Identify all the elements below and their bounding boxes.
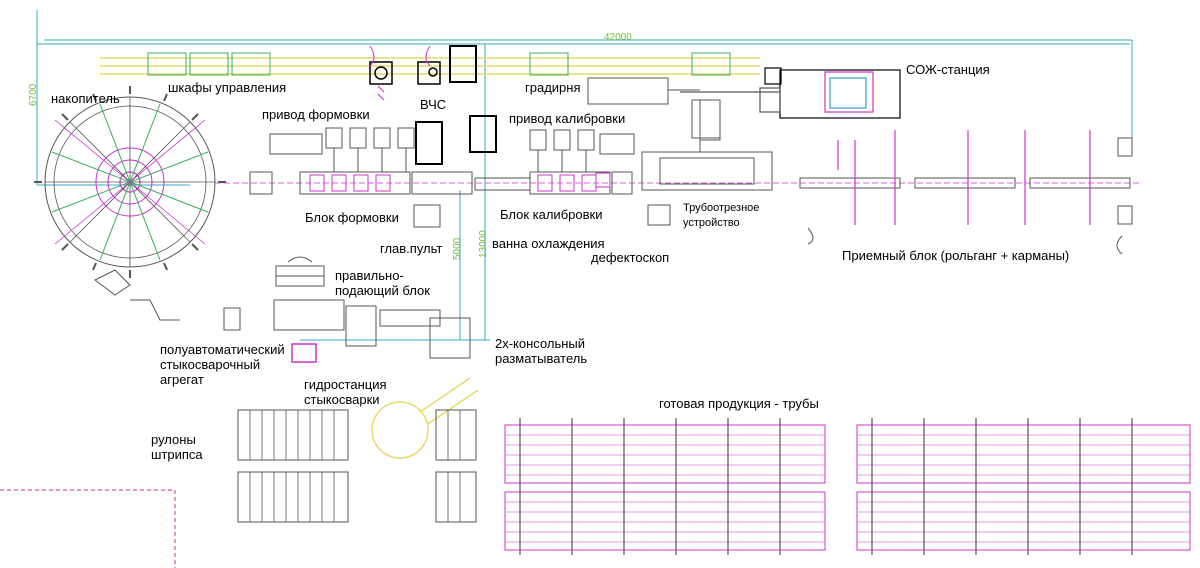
dim-left-width: 6700 [28, 83, 39, 106]
control-cabinets [147, 52, 731, 76]
flaw-detector-box [647, 204, 671, 226]
label-straightener: правильно- подающий блок [335, 268, 430, 298]
forming-block [249, 171, 473, 195]
label-forming-drive: привод формовки [262, 107, 370, 122]
hydraulic-station-box [291, 343, 317, 363]
sizing-block [474, 171, 633, 195]
label-main-console: глав.пульт [380, 241, 443, 256]
cutoff-device [641, 99, 773, 191]
label-cutoff-device: Трубоотрезное устройство [683, 202, 760, 229]
label-finished-pipes: готовая продукция - трубы [659, 396, 819, 411]
label-cooling-tower: градирня [525, 80, 581, 95]
label-butt-welder: полуавтоматический стыкосварочный агрега… [160, 342, 285, 387]
dim-total-width: 13000 [478, 230, 489, 258]
label-hydraulic-station: гидростанция стыкосварки [304, 377, 387, 407]
label-runout-block: Приемный блок (рольганг + карманы) [842, 248, 1070, 263]
forming-drive [269, 127, 415, 172]
pipe-rack-posts [519, 418, 1133, 555]
straightener-unit [223, 256, 471, 359]
hf-welder-units [369, 45, 497, 165]
runout-end-stops [807, 137, 1133, 255]
pipe-racks [504, 424, 1191, 551]
hf-welder-door-arcs [369, 45, 431, 101]
boundary-dashed [0, 489, 176, 568]
label-accumulator: накопитель [51, 91, 120, 106]
label-strip-coils: рулоны штрипса [151, 432, 203, 462]
runout-table [799, 177, 1131, 189]
label-flaw-detector: дефектоскоп [591, 250, 670, 265]
label-forming-block: Блок формовки [305, 210, 399, 225]
label-sizing-drive: привод калибровки [509, 111, 626, 126]
sizing-drive [529, 129, 635, 172]
label-hf-welder: ВЧС [420, 97, 447, 112]
main-console-box [413, 204, 441, 228]
label-sizing-block: Блок калибровки [500, 207, 603, 222]
dim-overall-length: 42000 [604, 32, 632, 43]
accumulator-ring [44, 96, 216, 268]
runout-pockets [837, 130, 1091, 225]
label-cooling-bath: ванна охлаждения [492, 236, 605, 251]
coolant-station [680, 67, 901, 119]
pipe-rows [505, 434, 1190, 543]
uncoiler-outline [371, 377, 479, 459]
label-coolant-station: СОЖ-станция [906, 62, 990, 77]
coil-slats [249, 410, 461, 522]
label-uncoiler: 2х-консольный разматыватель [495, 336, 588, 366]
butt-welder [94, 269, 180, 321]
accumulator-teeth [34, 86, 226, 278]
frame-lines [36, 10, 1133, 341]
label-control-cabinets: шкафы управления [168, 80, 287, 95]
coil-racks [237, 409, 477, 523]
dim-mid-width: 5000 [452, 237, 463, 260]
